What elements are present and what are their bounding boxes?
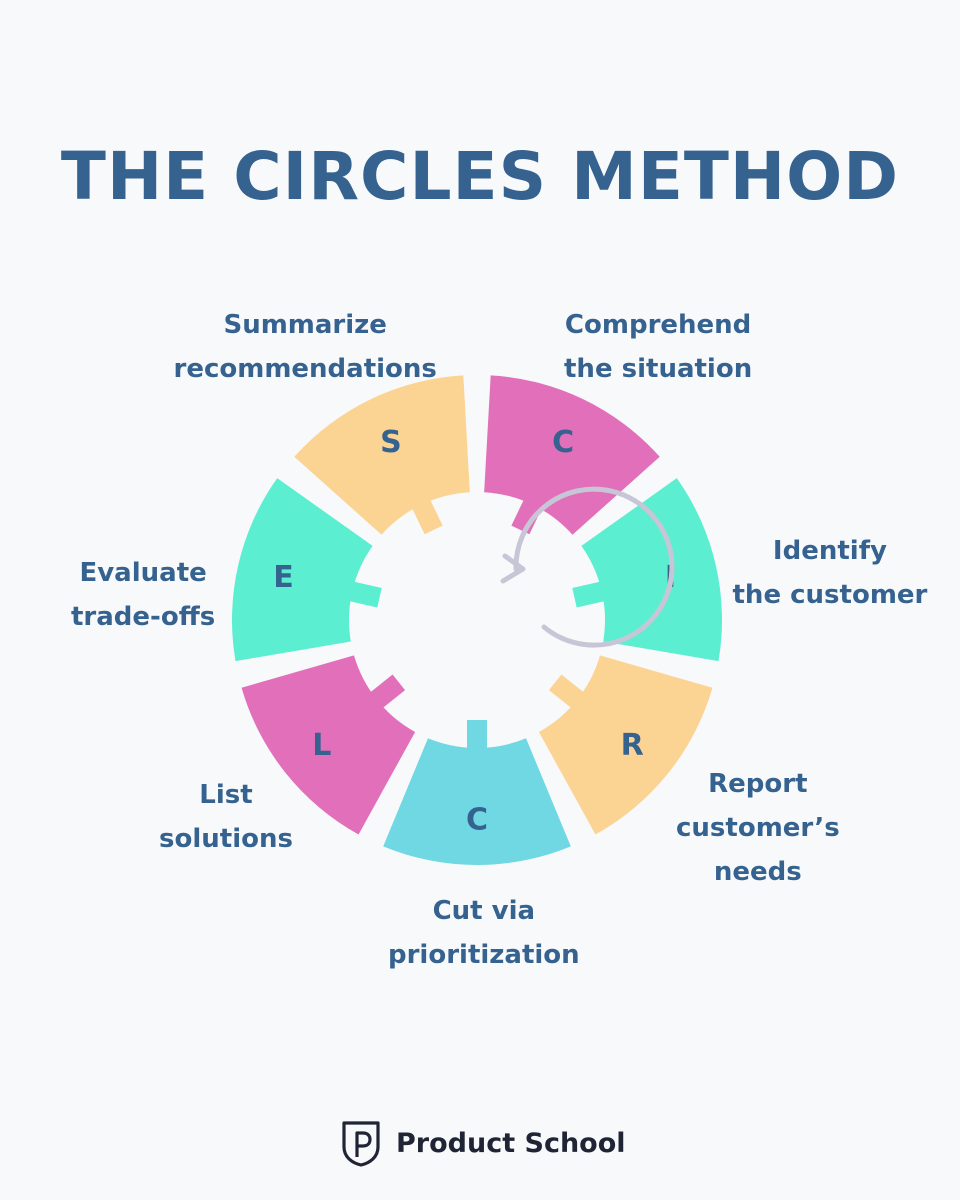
segment-tab-4 xyxy=(467,720,487,752)
step-label-line: customer’s xyxy=(676,813,840,843)
step-label-6: Evaluate trade-offs xyxy=(71,551,215,639)
step-label-line: prioritization xyxy=(388,940,580,970)
segment-3 xyxy=(538,655,713,835)
step-label-line: the customer xyxy=(732,580,928,610)
step-label-line: solutions xyxy=(159,824,293,854)
product-school-shield-icon xyxy=(342,1121,380,1167)
segment-letter-3: R xyxy=(621,728,644,763)
step-label-line: needs xyxy=(713,857,802,887)
step-label-line: Report xyxy=(708,769,808,799)
step-label-1: Comprehend the situation xyxy=(564,303,752,391)
segment-letter-4: C xyxy=(466,803,488,838)
step-label-4: Cut via prioritization xyxy=(388,889,580,977)
segment-letter-6: E xyxy=(273,560,294,595)
segment-tab-2 xyxy=(572,580,608,608)
segment-letter-5: L xyxy=(312,728,331,763)
segment-4 xyxy=(383,738,571,866)
brand-footer: Product School xyxy=(340,1118,626,1168)
page-title: THE CIRCLES METHOD xyxy=(60,138,900,215)
segment-tab-1 xyxy=(511,496,544,535)
segment-5 xyxy=(241,655,416,835)
step-label-line: Evaluate xyxy=(79,558,207,588)
segment-letter-1: C xyxy=(552,425,574,460)
segment-2 xyxy=(581,478,722,662)
cycle-arrow-icon xyxy=(500,486,675,648)
step-label-2: Identify the customer xyxy=(733,529,928,617)
segment-tab-7 xyxy=(410,496,443,535)
segment-tab-3 xyxy=(548,674,587,711)
segment-7 xyxy=(294,375,470,535)
brand-name: Product School xyxy=(396,1127,626,1159)
step-label-3: Report customer’s needs xyxy=(676,762,840,894)
step-label-line: Comprehend xyxy=(564,310,752,340)
segment-letter-7: S xyxy=(380,425,402,460)
segment-1 xyxy=(484,375,660,535)
step-label-line: Cut via xyxy=(432,896,536,926)
step-label-line: recommendations xyxy=(173,354,437,384)
segment-tab-5 xyxy=(367,674,406,711)
segment-6 xyxy=(231,478,373,662)
segment-tab-6 xyxy=(346,580,382,608)
step-label-7: Summarize recommendations xyxy=(174,303,437,391)
step-label-line: List xyxy=(199,780,253,810)
step-label-line: trade-offs xyxy=(71,602,216,632)
step-label-5: List solutions xyxy=(159,773,293,861)
step-label-line: Summarize xyxy=(223,310,387,340)
step-label-line: Identify xyxy=(772,536,887,566)
step-label-line: the situation xyxy=(564,354,753,384)
